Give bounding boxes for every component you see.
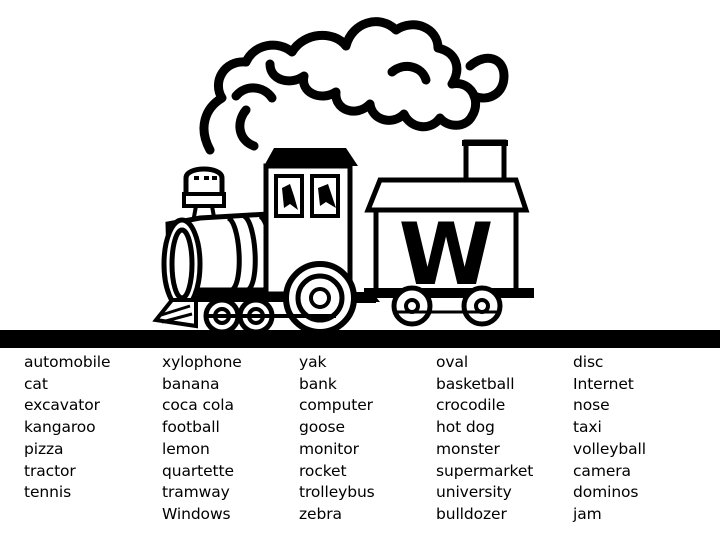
word-column-3: yak bank computer goose monitor rocket t… xyxy=(299,352,429,526)
word-item: goose xyxy=(299,418,345,437)
word-item: zebra xyxy=(299,504,342,523)
word-item: quartette xyxy=(162,461,234,480)
word-item: banana xyxy=(162,374,220,393)
word-item: tramway xyxy=(162,483,230,502)
word-item: xylophone xyxy=(162,353,242,371)
word-item: automobile xyxy=(24,353,111,371)
word-item: taxi xyxy=(573,418,602,437)
word-item: bulldozer xyxy=(436,504,507,523)
word-item: supermarket xyxy=(436,461,534,480)
word-item: kangaroo xyxy=(24,418,96,437)
word-item: camera xyxy=(573,461,631,480)
word-item: yak xyxy=(299,353,327,371)
word-item: hot dog xyxy=(436,418,495,437)
word-item: tractor xyxy=(24,461,76,480)
word-item: cat xyxy=(24,374,48,393)
word-item: bank xyxy=(299,374,337,393)
word-item: volleyball xyxy=(573,439,646,458)
freight-car xyxy=(364,139,534,298)
word-item: rocket xyxy=(299,461,347,480)
word-item: university xyxy=(436,483,512,502)
track-bar xyxy=(0,330,720,348)
word-column-2: xylophone banana coca cola football lemo… xyxy=(162,352,292,526)
word-item: Internet xyxy=(573,374,634,393)
word-item: trolleybus xyxy=(299,483,375,502)
train-illustration: W xyxy=(152,17,534,335)
engine-wheels xyxy=(203,261,357,335)
word-item: monster xyxy=(436,439,500,458)
word-column-1: automobile cat excavator kangaroo pizza … xyxy=(24,352,154,504)
smoke-cloud xyxy=(199,17,509,155)
engine-boiler xyxy=(161,211,281,311)
word-item: pizza xyxy=(24,439,64,458)
word-item: jam xyxy=(573,504,602,523)
word-column-4: oval basketball crocodile hot dog monste… xyxy=(436,352,566,526)
word-item: oval xyxy=(436,353,469,371)
word-item: basketball xyxy=(436,374,515,393)
word-item: Windows xyxy=(162,504,231,523)
freight-car-wheels xyxy=(391,285,503,327)
word-item: monitor xyxy=(299,439,359,458)
word-item: crocodile xyxy=(436,396,506,415)
word-item: excavator xyxy=(24,396,100,415)
smokestack xyxy=(182,166,226,230)
word-item: football xyxy=(162,418,220,437)
word-item: dominos xyxy=(573,483,639,502)
word-item: computer xyxy=(299,396,373,415)
word-item: disc xyxy=(573,353,604,371)
word-item: coca cola xyxy=(162,396,234,415)
word-item: nose xyxy=(573,396,610,415)
word-item: lemon xyxy=(162,439,210,458)
word-item: tennis xyxy=(24,483,72,502)
word-column-5: disc Internet nose taxi volleyball camer… xyxy=(573,352,703,526)
